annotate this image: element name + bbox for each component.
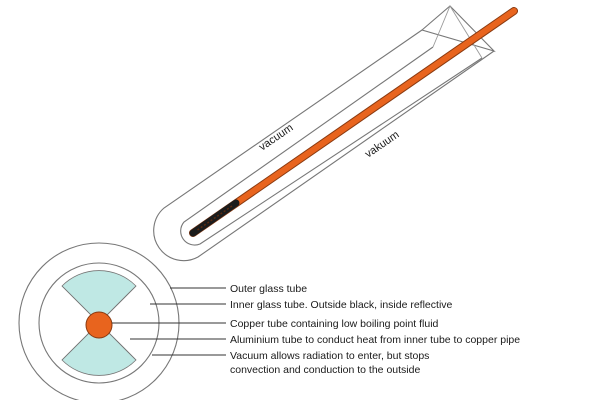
- vacuum-label: vacuum: [257, 122, 296, 154]
- copper-pipe-section: [85, 311, 113, 339]
- label-vacuum-continuation: convection and conduction to the outside: [230, 364, 420, 376]
- tube-cross-section: [18, 242, 180, 400]
- label-aluminium-tube: Aluminium tube to conduct heat from inne…: [230, 334, 520, 346]
- vakuum-label: vakuum: [363, 129, 402, 161]
- label-copper-tube: Copper tube containing low boiling point…: [230, 318, 439, 330]
- aluminium-fin-lower: [61, 322, 137, 376]
- inner-glass-tube: [180, 46, 483, 246]
- legend: Outer glass tube Inner glass tube. Outsi…: [230, 283, 520, 376]
- outer-glass-tube: [153, 29, 495, 262]
- label-inner-glass-tube: Inner glass tube. Outside black, inside …: [230, 299, 453, 311]
- label-outer-glass-tube: Outer glass tube: [230, 283, 307, 295]
- aluminium-fin-upper: [61, 270, 137, 324]
- copper-pipe-fluid-texture: [195, 205, 233, 232]
- tube-side-view: vacuum vakuum: [153, 5, 518, 262]
- label-vacuum: Vacuum allows radiation to enter, but st…: [230, 350, 429, 362]
- copper-pipe: [190, 8, 517, 236]
- leader-lines: [112, 287, 226, 356]
